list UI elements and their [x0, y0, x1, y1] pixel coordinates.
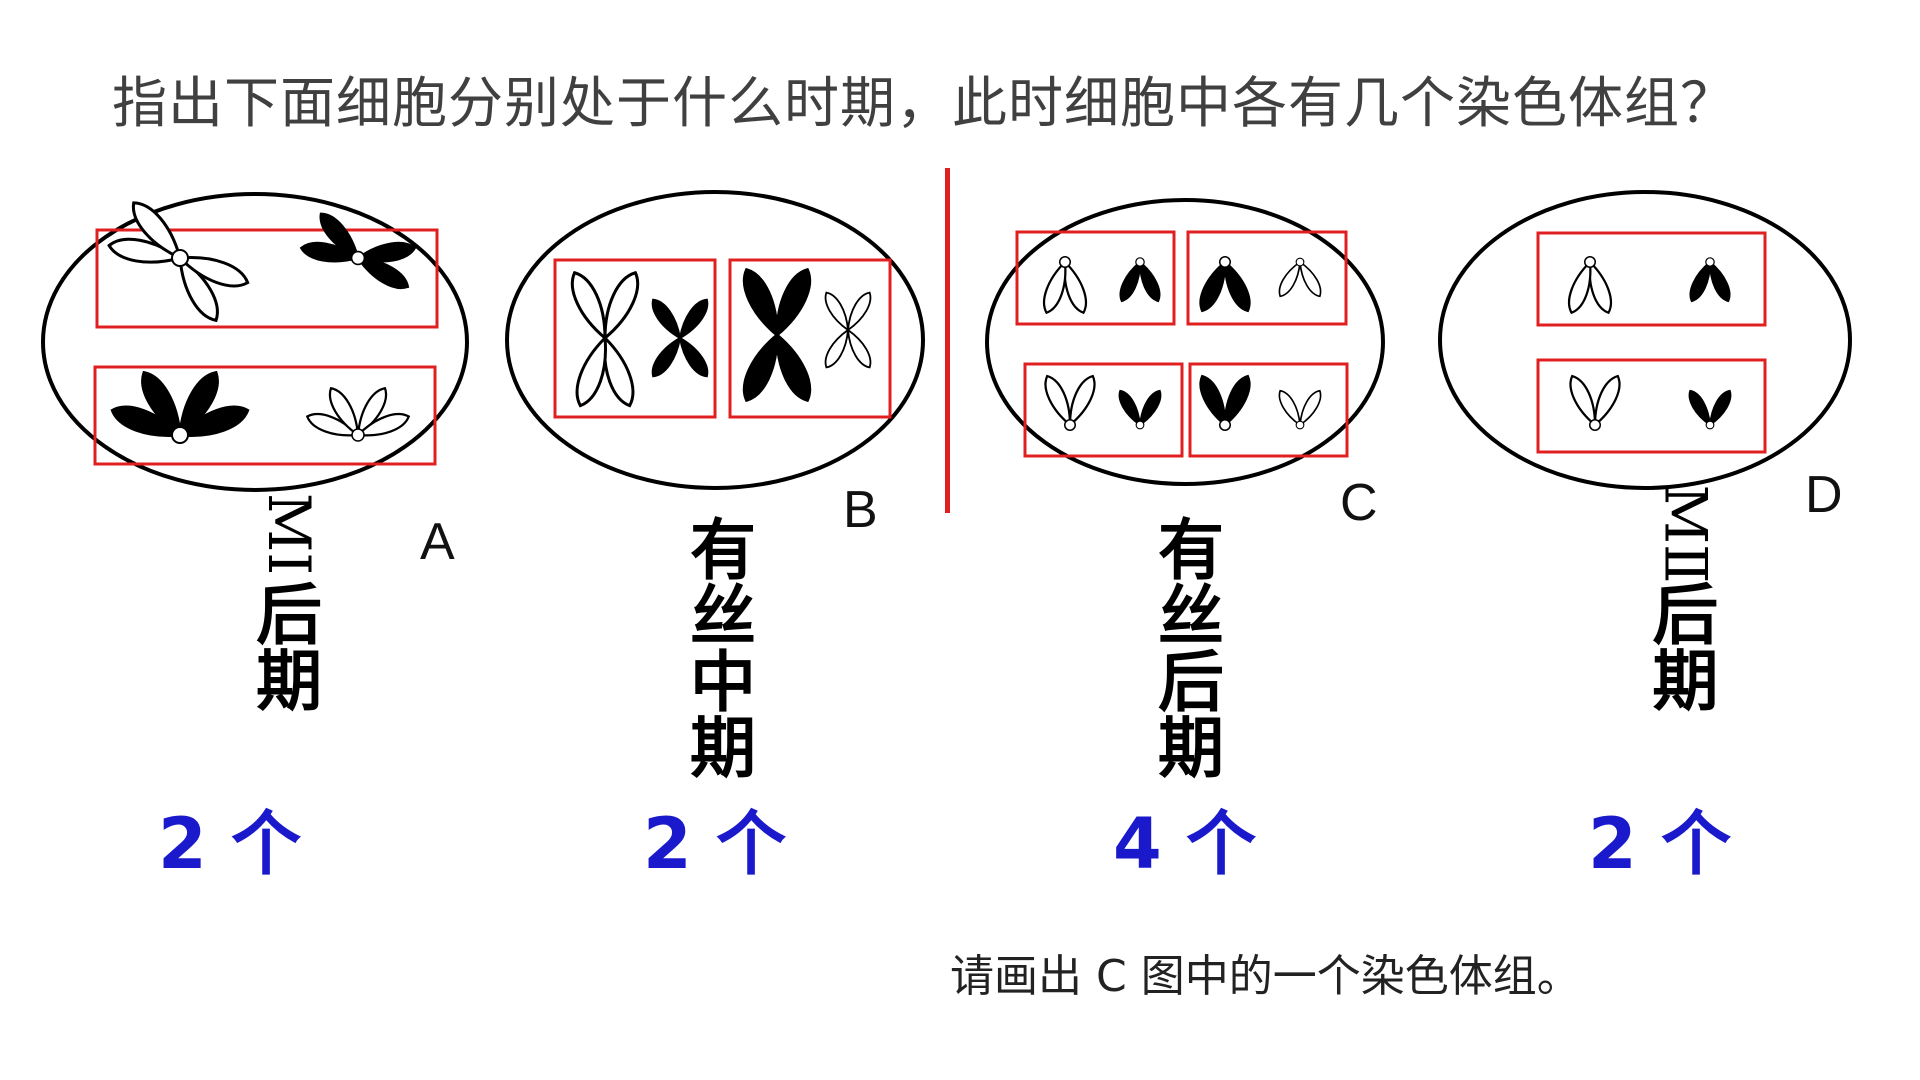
stage-char: 后: [256, 577, 323, 654]
chromosome-set-box: [1186, 230, 1348, 326]
chromosome-set-box: [553, 258, 717, 419]
chromosome-set-box: [93, 365, 437, 466]
stage-prefix: MⅠ: [255, 492, 324, 576]
chromosome-group: [1684, 386, 1736, 430]
chromosome-set-box: [1536, 231, 1767, 327]
stage-prefix: MⅡ: [1651, 484, 1720, 584]
stage-char: 丝: [690, 578, 756, 655]
chromosome-group: [1563, 256, 1617, 317]
count-d: 2 个: [1588, 803, 1732, 885]
chromosome-group: [563, 266, 647, 411]
chromosome-set-box: [1188, 362, 1349, 458]
chromosome-group: [1274, 386, 1326, 430]
cell-label-d: D: [1805, 466, 1843, 524]
stage-char: 后: [1652, 577, 1719, 654]
chromosome-group: [1038, 256, 1092, 317]
chromosome-group: [735, 263, 819, 407]
chromosome-set-box: [1015, 230, 1176, 326]
chromosome-group: [1563, 371, 1627, 431]
stage-label-d: MⅡ 后 期: [1636, 485, 1735, 720]
stage-label-a: MⅠ 后 期: [248, 493, 330, 720]
chromosome-set-box: [1023, 362, 1184, 458]
chromosome-group: [298, 207, 418, 296]
stage-char: 有: [1158, 512, 1224, 589]
stage-char: 丝: [1158, 578, 1224, 655]
count-b: 2 个: [643, 803, 787, 885]
chromosome-group: [1685, 257, 1735, 305]
question-text: 指出下面细胞分别处于什么时期，此时细胞中各有几个染色体组？: [112, 71, 1737, 135]
cell-b: [505, 190, 925, 490]
chromosome-set-box: [728, 258, 892, 419]
stage-char: 期: [256, 643, 323, 720]
stage-char: 期: [1158, 710, 1224, 787]
stage-label-c: 有 丝 后 期: [1158, 518, 1224, 782]
count-a: 2 个: [158, 803, 302, 885]
chromosome-group: [303, 383, 413, 444]
cell-c: [985, 198, 1385, 486]
chromosome-group: [107, 365, 253, 447]
stage-char: 期: [690, 710, 756, 787]
chromosome-set-box: [95, 228, 439, 329]
chromosome-group: [646, 294, 714, 382]
chromosome-group: [105, 194, 253, 328]
chromosome-group: [1114, 386, 1166, 430]
chromosome-set-box: [1536, 358, 1767, 454]
chromosome-group: [1115, 257, 1165, 305]
instruction-text: 请画出 C 图中的一个染色体组。: [950, 951, 1581, 1002]
cell-d: [1438, 190, 1852, 490]
cell-label-a: A: [420, 513, 455, 571]
stage-char: 期: [1652, 643, 1719, 720]
chromosome-group: [820, 288, 876, 372]
cell-a: [41, 192, 469, 492]
divider-line: [945, 168, 950, 513]
stage-char: 后: [1158, 644, 1224, 721]
stage-char: 中: [690, 644, 756, 721]
cell-label-c: C: [1340, 474, 1378, 532]
count-c: 4 个: [1113, 803, 1257, 885]
chromosome-group: [1193, 256, 1257, 316]
chromosome-group: [1193, 371, 1257, 431]
stage-label-b: 有 丝 中 期: [690, 518, 756, 782]
chromosome-group: [1038, 371, 1102, 431]
chromosome-group: [1274, 257, 1326, 301]
stage-char: 有: [690, 512, 756, 589]
cell-label-b: B: [843, 481, 878, 539]
